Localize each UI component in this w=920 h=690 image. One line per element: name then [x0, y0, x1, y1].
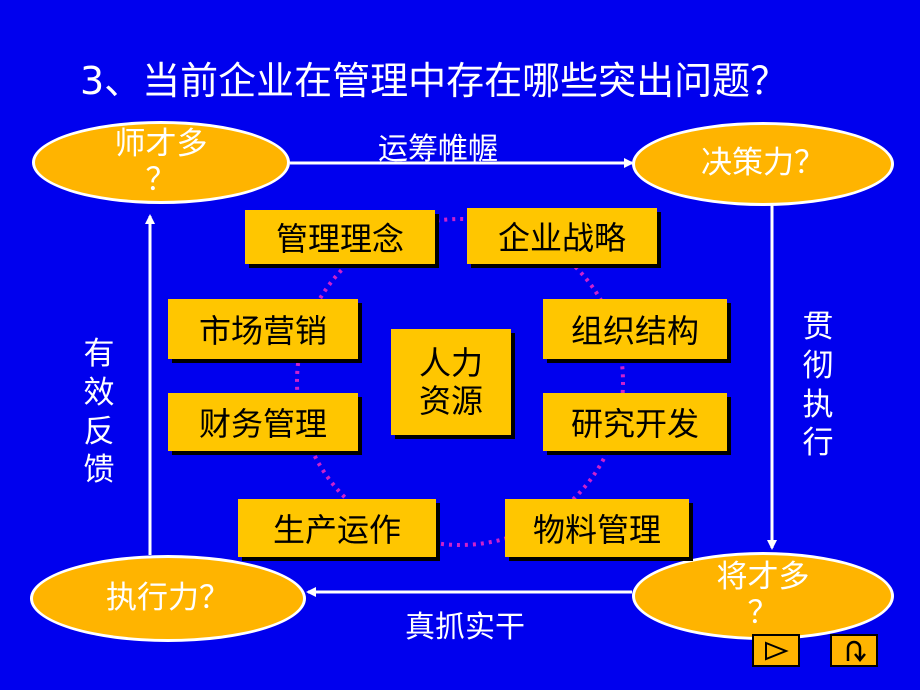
dotted-circle: [295, 217, 625, 547]
return-button[interactable]: [830, 634, 878, 667]
ellipse-top-right: 决策力？: [632, 122, 894, 206]
box-human-resources-line1: 人力: [418, 343, 483, 382]
edge-label-right: 贯彻执行: [802, 309, 834, 462]
box-org-structure: 组织结构: [543, 299, 727, 359]
ellipse-top-left: 师才多 ？: [32, 121, 290, 204]
ellipse-top-left-line2: ？: [145, 161, 177, 198]
slide-title: 3、当前企业在管理中存在哪些突出问题？: [80, 59, 789, 103]
next-slide-button[interactable]: [752, 634, 800, 667]
ellipse-bottom-right-line1: 将才多: [716, 559, 810, 596]
box-management-philosophy: 管理理念: [245, 210, 435, 264]
ellipse-top-left-line1: 师才多: [114, 125, 208, 162]
box-human-resources: 人力 资源: [391, 329, 511, 435]
ellipse-bottom-left-label: 执行力？: [106, 579, 230, 616]
u-turn-icon: [846, 640, 866, 662]
box-rnd: 研究开发: [543, 393, 727, 451]
ellipse-bottom-right: 将才多 ？: [632, 552, 894, 640]
edge-label-left: 有效反馈: [83, 336, 115, 489]
box-finance: 财务管理: [168, 393, 358, 451]
play-triangle-icon: [765, 641, 789, 660]
box-production: 生产运作: [238, 499, 436, 557]
edge-label-bottom: 真抓实干: [405, 610, 525, 645]
box-marketing: 市场营销: [168, 299, 358, 359]
box-materials: 物料管理: [505, 499, 689, 557]
ellipse-top-right-label: 决策力？: [701, 145, 825, 182]
ellipse-bottom-left: 执行力？: [30, 555, 306, 642]
box-human-resources-line2: 资源: [418, 382, 483, 420]
ellipse-bottom-right-line2: ？: [747, 595, 779, 631]
edge-label-top: 运筹帷幄: [378, 132, 498, 167]
box-corporate-strategy: 企业战略: [467, 208, 657, 264]
